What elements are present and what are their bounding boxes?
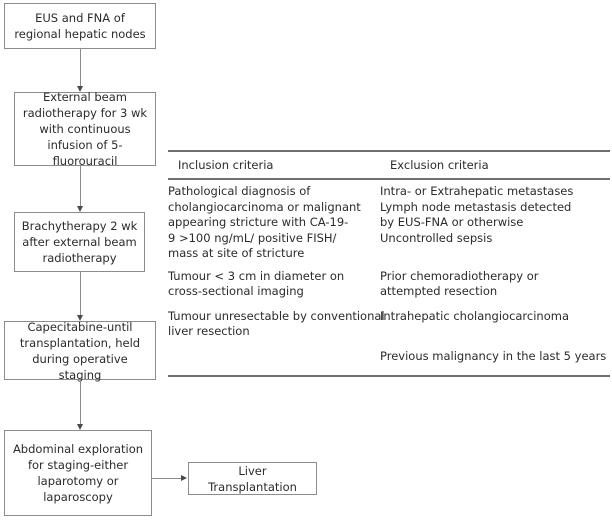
arrow-capecitabine-to-abdominal	[76, 424, 83, 430]
flow-node-liver-transplantation: Liver Transplantation	[188, 462, 317, 495]
connector-external-to-brachy	[80, 166, 81, 208]
table-row: Tumour < 3 cm in diameter on cross-secti…	[168, 269, 610, 300]
connector-capecitabine-to-abdominal	[80, 380, 81, 426]
table-row: Pathological diagnosis of cholangiocarci…	[168, 184, 610, 262]
connector-brachy-to-capecitabine	[80, 272, 81, 317]
flow-node-eus-fna-label: EUS and FNA of regional hepatic nodes	[14, 11, 146, 41]
table-row: Tumour unresectable by conventional live…	[168, 309, 610, 340]
connector-abdominal-to-transplant	[152, 478, 182, 479]
cell-line: Tumour unresectable by conventional	[168, 308, 385, 323]
table-rule-header-divider	[168, 178, 610, 180]
cell-line: Intra- or Extrahepatic metastases	[380, 184, 574, 198]
cell-line: Uncontrolled sepsis	[380, 230, 493, 245]
cell-line: appearing stricture with CA-19-	[168, 215, 349, 229]
arrow-brachy-to-capecitabine	[76, 315, 83, 321]
cell-line: cholangiocarcinoma or malignant	[168, 199, 361, 214]
row-spacer	[168, 262, 610, 269]
arrow-eus-to-external	[76, 86, 83, 92]
cell-line: cross-sectional imaging	[168, 284, 304, 298]
cell-line: mass at site of stricture	[168, 246, 305, 260]
cell-inclusion: Pathological diagnosis of cholangiocarci…	[168, 184, 380, 262]
cell-line: liver resection	[168, 324, 250, 338]
flow-node-abdominal-exploration-label: Abdominal exploration for staging-either…	[12, 442, 144, 504]
cell-inclusion: Tumour unresectable by conventional live…	[168, 308, 385, 340]
table-rule-bottom	[168, 375, 610, 377]
flow-node-capecitabine: Capecitabine-until transplantation, held…	[4, 319, 156, 382]
cell-line: Intrahepatic cholangiocarcinoma	[380, 308, 570, 323]
arrow-abdominal-to-transplant	[181, 474, 187, 481]
row-spacer	[168, 364, 610, 371]
cell-exclusion: Previous malignancy in the last 5 years	[380, 349, 610, 365]
flow-node-liver-transplantation-label: Liver Transplantation	[208, 463, 297, 494]
cell-line: Tumour < 3 cm in diameter on	[168, 268, 345, 283]
flow-node-brachytherapy-label: Brachytherapy 2 wk after external beam r…	[21, 219, 138, 265]
table-header-exclusion: Exclusion criteria	[390, 158, 489, 172]
cell-line: by EUS-FNA or otherwise	[380, 215, 524, 229]
cell-line: Previous malignancy in the last 5 years	[380, 348, 607, 363]
table-row: Previous malignancy in the last 5 years	[168, 349, 610, 365]
flow-node-abdominal-exploration: Abdominal exploration for staging-either…	[4, 430, 152, 516]
connector-eus-to-external	[80, 49, 81, 88]
row-spacer	[168, 300, 610, 309]
cell-exclusion: Prior chemoradiotherapy or attempted res…	[380, 269, 610, 300]
flow-node-external-beam-label: External beam radiotherapy for 3 wk with…	[22, 90, 148, 168]
table-header-inclusion: Inclusion criteria	[178, 158, 274, 172]
cell-exclusion: Intrahepatic cholangiocarcinoma	[380, 309, 610, 325]
row-spacer	[168, 340, 610, 349]
table-header-row: Inclusion criteria Exclusion criteria	[168, 152, 610, 178]
cell-line: Pathological diagnosis of	[168, 184, 311, 198]
table-body: Pathological diagnosis of cholangiocarci…	[168, 180, 610, 375]
flow-node-external-beam: External beam radiotherapy for 3 wk with…	[14, 90, 156, 168]
arrow-external-to-brachy	[76, 206, 83, 212]
flow-node-brachytherapy: Brachytherapy 2 wk after external beam r…	[14, 212, 145, 272]
flow-node-eus-fna: EUS and FNA of regional hepatic nodes	[4, 3, 156, 49]
cell-line: 9 >100 ng/mL/ positive FISH/	[168, 230, 337, 245]
cell-exclusion: Intra- or Extrahepatic metastases Lymph …	[380, 184, 610, 246]
cell-inclusion: Tumour < 3 cm in diameter on cross-secti…	[168, 269, 380, 300]
flow-node-capecitabine-label: Capecitabine-until transplantation, held…	[19, 319, 141, 382]
table-rule-top	[168, 150, 610, 152]
cell-line: attempted resection	[380, 284, 498, 298]
cell-line: Lymph node metastasis detected	[380, 199, 572, 214]
criteria-table: Inclusion criteria Exclusion criteria Pa…	[168, 150, 610, 377]
cell-line: Prior chemoradiotherapy or	[380, 268, 539, 283]
